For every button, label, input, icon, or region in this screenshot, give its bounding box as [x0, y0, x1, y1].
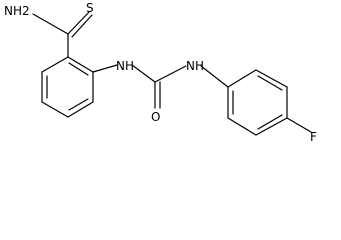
- benzene-ring-left: [41, 56, 94, 118]
- atom-label-oxygen: O: [151, 110, 160, 124]
- atom-label-fluorine: F: [310, 130, 317, 144]
- atom-label-nh-left: NH: [116, 59, 134, 73]
- atom-label-sulfur: S: [86, 1, 94, 15]
- urea-linker: [92, 64, 229, 109]
- atom-label-nh2: NH2: [4, 4, 30, 18]
- fluorophenyl-ring: [227, 69, 312, 136]
- atom-label-nh-right: NH: [186, 59, 204, 73]
- thioamide-group: [32, 11, 93, 58]
- molecule-structure: NH2 S NH O NH F: [4, 1, 317, 144]
